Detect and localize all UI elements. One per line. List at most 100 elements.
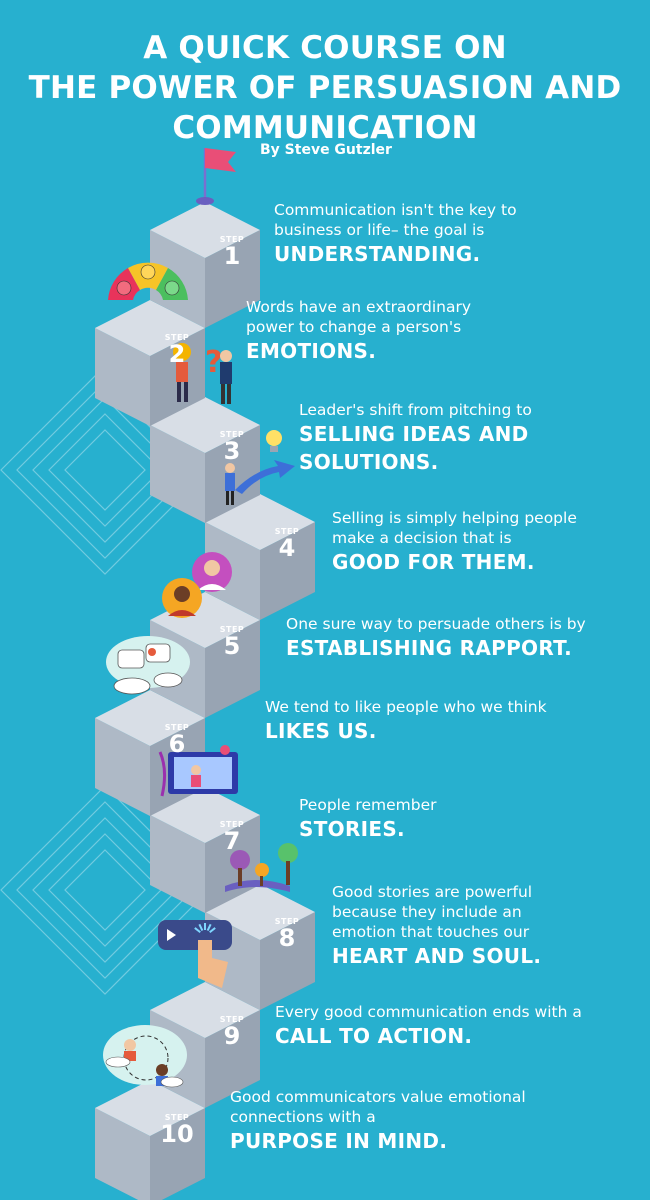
step-label: STEP — [274, 917, 300, 926]
step-number: 3 — [223, 437, 241, 465]
title-line: COMMUNICATION — [172, 110, 478, 146]
chat-cloud-icon — [106, 636, 190, 695]
cloud-small — [105, 1056, 131, 1068]
connection-ring — [123, 1035, 169, 1081]
tree-top — [278, 843, 298, 863]
decor-dot — [220, 745, 230, 755]
person-leg — [221, 384, 225, 404]
chat-dot — [148, 648, 156, 656]
cube-right-face — [205, 620, 260, 718]
person-leg — [227, 384, 231, 404]
chat-bubble — [117, 649, 145, 669]
step-description-line: power to change a person's — [246, 318, 462, 336]
page-title: A QUICK COURSE ON THE POWER OF PERSUASIO… — [0, 28, 650, 148]
step-description-line: Leader's shift from pitching to — [299, 401, 532, 419]
step-label: STEP — [219, 625, 245, 634]
step-emphasis: PURPOSE IN MIND. — [230, 1129, 448, 1153]
step-description-line: Good stories are powerful — [332, 883, 533, 901]
step-label: STEP — [219, 235, 245, 244]
step-emphasis: STORIES. — [299, 817, 405, 841]
tree-trunk — [286, 861, 290, 885]
author-byline: By Steve Gutzler — [260, 142, 392, 158]
question-mark-icon: ? — [205, 345, 222, 380]
step-number: 1 — [223, 242, 241, 270]
cube-right-face — [260, 522, 315, 620]
step-number: 10 — [160, 1120, 194, 1148]
arrow-icon — [235, 460, 295, 494]
click-ray — [198, 923, 204, 932]
step-description-line: business or life– the goal is — [274, 221, 485, 239]
person-body — [176, 362, 188, 382]
cube-left-face — [95, 1108, 150, 1200]
person-leg — [226, 491, 229, 505]
step-label: STEP — [164, 333, 190, 342]
person-body — [225, 473, 235, 491]
flag-cloth — [205, 148, 236, 172]
lightbulb-base — [270, 446, 278, 452]
avatars-icon — [162, 552, 232, 618]
cube-left-face — [95, 718, 150, 816]
cloud-bg — [103, 1025, 187, 1085]
step-label: STEP — [219, 820, 245, 829]
step-description-line: Selling is simply helping people — [332, 509, 577, 527]
storybook-icon — [225, 843, 298, 892]
tree-trunk — [238, 868, 242, 886]
step-number: 5 — [223, 632, 241, 660]
step-description-line: Every good communication ends with a — [275, 1003, 582, 1021]
presenter-body — [191, 775, 201, 787]
diamond-outline — [48, 413, 162, 527]
step-description-line: because they include an — [332, 903, 522, 921]
cube-left-face — [150, 815, 205, 913]
person-head — [124, 1039, 136, 1051]
step-emphasis: UNDERSTANDING. — [274, 242, 481, 266]
avatar-body — [168, 610, 196, 616]
person-leg — [231, 491, 234, 505]
step-number: 4 — [278, 534, 296, 562]
step-label: STEP — [219, 1015, 245, 1024]
step-emphasis: GOOD FOR THEM. — [332, 550, 535, 574]
person-leg — [184, 382, 188, 402]
cloud-small — [153, 672, 183, 688]
step-label: STEP — [219, 430, 245, 439]
lightbulb-icon — [266, 430, 282, 446]
click-ray — [206, 923, 212, 932]
click-ray — [194, 927, 201, 934]
lightbulb-arrow-icon — [225, 430, 295, 505]
cube-left-face — [95, 328, 150, 426]
step-number: 9 — [223, 1022, 241, 1050]
flag-icon — [196, 148, 236, 205]
step-8-text: Good stories are powerful because they in… — [332, 882, 541, 970]
cube-right-face — [150, 1108, 205, 1200]
play-triangle-icon — [167, 929, 176, 941]
lightbulb-head — [173, 343, 191, 361]
click-ray — [209, 927, 216, 934]
cube-left-face — [205, 522, 260, 620]
avatar-body — [198, 584, 226, 590]
leaf-decor — [158, 751, 167, 797]
click-button-icon — [158, 920, 232, 988]
diamond-outline — [64, 849, 146, 931]
person-leg — [177, 382, 181, 402]
step-number: 8 — [278, 924, 296, 952]
flag-base — [196, 197, 214, 205]
cube-top-face — [150, 202, 260, 258]
avatar-face — [204, 560, 220, 576]
cube-right-face — [205, 1010, 260, 1108]
play-button — [158, 920, 232, 950]
people-question-icon: ? — [173, 343, 232, 404]
